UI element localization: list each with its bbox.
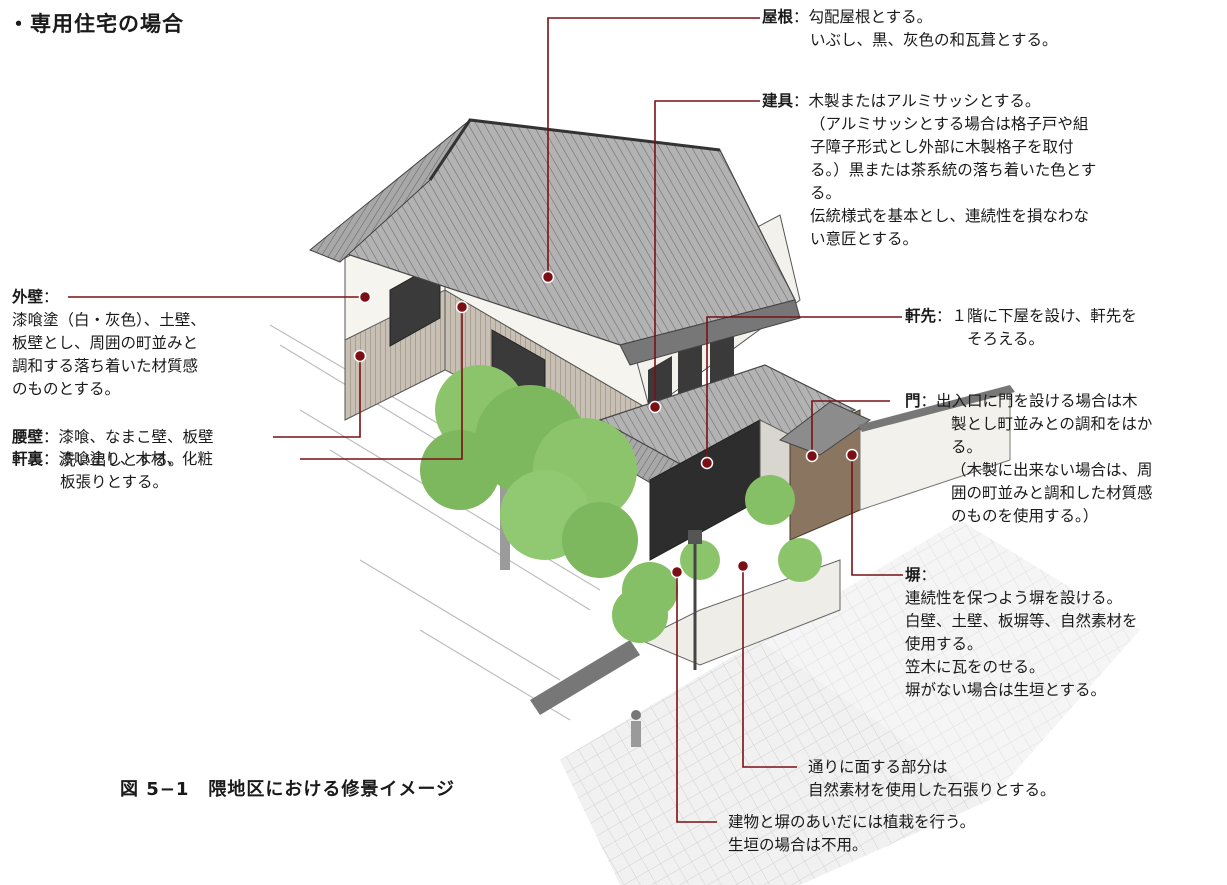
leader-yane — [547, 17, 760, 277]
leader-nokisaki — [706, 316, 902, 463]
dot-koshikabe — [353, 349, 367, 363]
annotation-shokusai: 建物と塀のあいだには植栽を行う。 生垣の場合は不用。 — [728, 813, 976, 854]
dot-shokusai — [670, 565, 684, 579]
dot-dori — [736, 559, 750, 573]
dot-nokiura — [455, 300, 469, 314]
gate-and-wall — [530, 385, 1015, 715]
leader-mon — [811, 400, 890, 456]
term-hei: 塀 — [905, 566, 921, 584]
leader-lines — [68, 17, 903, 823]
leader-hei — [851, 455, 903, 576]
figure-caption: 図 5−1 隈地区における修景イメージ — [120, 779, 456, 800]
dot-nokisaki — [700, 456, 714, 470]
leader-koshikabe — [273, 356, 361, 438]
dot-hei — [845, 448, 859, 462]
term-mon: 門 — [905, 392, 921, 410]
annotation-yane: 屋根：勾配屋根とする。 いぶし、黒、灰色の和瓦葺とする。 — [762, 8, 1058, 49]
term-gaiheki: 外壁 — [12, 288, 44, 306]
dot-tategu — [648, 400, 662, 414]
term-koshikabe: 腰壁 — [12, 428, 44, 446]
term-tategu: 建具 — [762, 92, 794, 110]
page-heading: ・専用住宅の場合 — [8, 12, 184, 36]
annotation-dori: 通りに面する部分は 自然素材を使用した石張りとする。 — [808, 758, 1056, 799]
term-nokiura: 軒裏 — [12, 450, 44, 468]
annotation-gaiheki: 外壁： 漆喰塗（白・灰色）、土壁、 板壁とし、周囲の町並みと 調和する落ち着いた… — [12, 288, 206, 398]
leader-dots — [353, 270, 859, 579]
annotation-nokisaki: 軒先：１階に下屋を設け、軒先を そろえる。 — [905, 307, 1137, 348]
dot-gaiheki — [358, 290, 372, 304]
annotation-mon: 門：出入口に門を設ける場合は木 製とし町並みとの調和をはか る。 （木製に出来な… — [905, 392, 1153, 525]
trees — [420, 365, 822, 643]
annotation-nokiura: 軒裏：漆喰塗り、木材、化粧 板張りとする。 — [12, 450, 213, 491]
lamp-post — [688, 530, 702, 670]
leader-shokusai — [676, 572, 717, 823]
annotation-hei: 塀： 連続性を保つよう塀を設ける。 白壁、土壁、板塀等、自然素材を 使用する。 … — [905, 566, 1138, 699]
leader-nokiura — [300, 307, 463, 460]
term-nokisaki: 軒先 — [905, 307, 937, 325]
pedestrian — [631, 710, 641, 747]
annotation-tategu: 建具：木製またはアルミサッシとする。 （アルミサッシとする場合は格子戸や組 子障… — [762, 92, 1097, 248]
term-yane: 屋根 — [762, 8, 794, 26]
leader-dori — [742, 566, 797, 768]
dot-mon — [805, 449, 819, 463]
dot-yane — [541, 270, 555, 284]
street-paving — [560, 520, 1140, 885]
leader-tategu — [654, 100, 760, 407]
annotation-koshikabe: 腰壁：漆喰、なまこ壁、板壁 洗い出しとする。 — [12, 428, 214, 469]
